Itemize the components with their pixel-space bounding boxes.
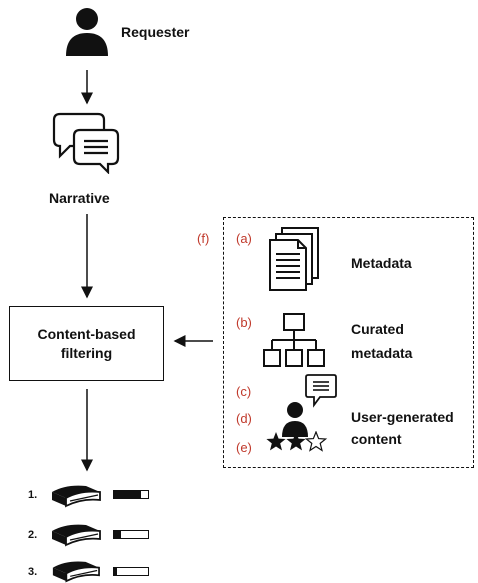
comment-bubble-icon <box>305 374 337 408</box>
score-bar-fill <box>114 568 118 575</box>
marker-a: (a) <box>236 231 252 246</box>
narrative-label: Narrative <box>49 190 110 206</box>
requester-icon <box>66 8 108 56</box>
metadata-label: Metadata <box>351 255 412 271</box>
score-bar <box>113 490 149 499</box>
curated-label-line2: metadata <box>351 345 413 361</box>
sources-group <box>223 217 474 468</box>
book-icon <box>52 561 100 583</box>
rank-2-number: 2. <box>28 529 38 541</box>
content-based-filtering-box: Content-based filtering <box>9 306 164 381</box>
score-bar-fill <box>114 491 142 498</box>
hierarchy-icon <box>263 313 325 367</box>
ugc-label-line2: content <box>351 431 402 447</box>
requester-label: Requester <box>121 24 190 40</box>
score-bar-fill <box>114 531 121 538</box>
marker-d: (d) <box>236 411 252 426</box>
marker-b: (b) <box>236 315 252 330</box>
rank-3-number: 3. <box>28 566 38 578</box>
book-icon <box>52 485 101 508</box>
ugc-label-line1: User-generated <box>351 409 454 425</box>
chat-bubbles-icon <box>52 112 120 174</box>
score-bar <box>113 567 149 576</box>
user-icon <box>282 402 308 437</box>
filter-line2: filtering <box>60 344 113 361</box>
marker-c: (c) <box>236 384 252 399</box>
marker-f: (f) <box>197 231 210 246</box>
star-rating-icon <box>266 431 328 452</box>
marker-e: (e) <box>236 440 252 455</box>
curated-label-line1: Curated <box>351 321 404 337</box>
book-icon <box>52 524 101 547</box>
filter-line1: Content-based <box>37 325 136 342</box>
rank-1-number: 1. <box>28 489 38 501</box>
documents-icon <box>269 227 319 291</box>
score-bar <box>113 530 149 539</box>
